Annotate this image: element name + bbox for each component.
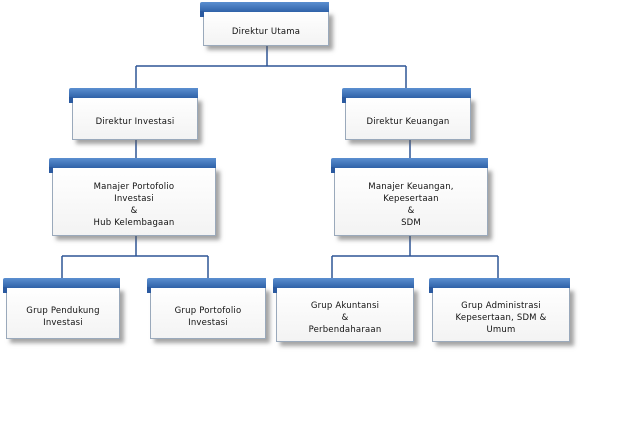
box-label-line: Manajer Portofolio — [93, 182, 175, 192]
box-label-line: & — [341, 313, 349, 323]
box-header-bar — [342, 88, 471, 103]
box-label-line: Grup Portofolio — [174, 305, 242, 316]
box-label-line: Manajer Keuangan, — [368, 182, 454, 192]
box-manajer-portofolio: Manajer Portofolio Investasi & Hub Kelem… — [49, 158, 216, 236]
box-header-bar — [3, 278, 120, 293]
box-label-line: & — [407, 206, 415, 216]
box-label: Direktur Utama — [231, 27, 301, 37]
box-grup-administrasi: Grup Administrasi Kepesertaan, SDM & Umu… — [429, 278, 570, 342]
box-grup-pendukung-investasi: Grup Pendukung Investasi — [3, 278, 120, 339]
box-label: Direktur Keuangan — [366, 117, 450, 127]
box-label: Direktur Investasi — [95, 117, 175, 127]
box-direktur-investasi: Direktur Investasi — [69, 88, 198, 140]
box-grup-portofolio-investasi: Grup Portofolio Investasi — [147, 278, 266, 339]
box-label-line: Investasi — [43, 317, 83, 328]
box-label-line: Investasi — [114, 194, 154, 204]
box-direktur-utama: Direktur Utama — [200, 2, 329, 46]
box-header-bar — [273, 278, 414, 293]
box-header-bar — [429, 278, 570, 293]
box-label-line: Kepesertaan — [383, 194, 439, 204]
box-grup-akuntansi: Grup Akuntansi & Perbendaharaan — [273, 278, 414, 342]
box-label-line: Kepesertaan, SDM & — [455, 313, 547, 323]
box-header-bar — [331, 158, 488, 173]
box-label-line: Hub Kelembagaan — [93, 218, 175, 228]
box-label-line: Umum — [486, 325, 516, 335]
box-manajer-keuangan: Manajer Keuangan, Kepesertaan & SDM — [331, 158, 488, 236]
box-label-line: SDM — [401, 218, 421, 228]
box-header-bar — [69, 88, 198, 103]
box-header-bar — [200, 2, 329, 17]
box-label-line: Grup Administrasi — [461, 301, 541, 311]
box-label-line: Grup Akuntansi — [310, 301, 380, 311]
box-header-bar — [147, 278, 266, 293]
box-direktur-keuangan: Direktur Keuangan — [342, 88, 471, 140]
box-header-bar — [49, 158, 216, 173]
box-label-line: Perbendaharaan — [308, 325, 382, 335]
box-label-line: Grup Pendukung — [26, 305, 100, 316]
box-label-line: Investasi — [188, 317, 228, 328]
box-label-line: & — [130, 206, 138, 216]
